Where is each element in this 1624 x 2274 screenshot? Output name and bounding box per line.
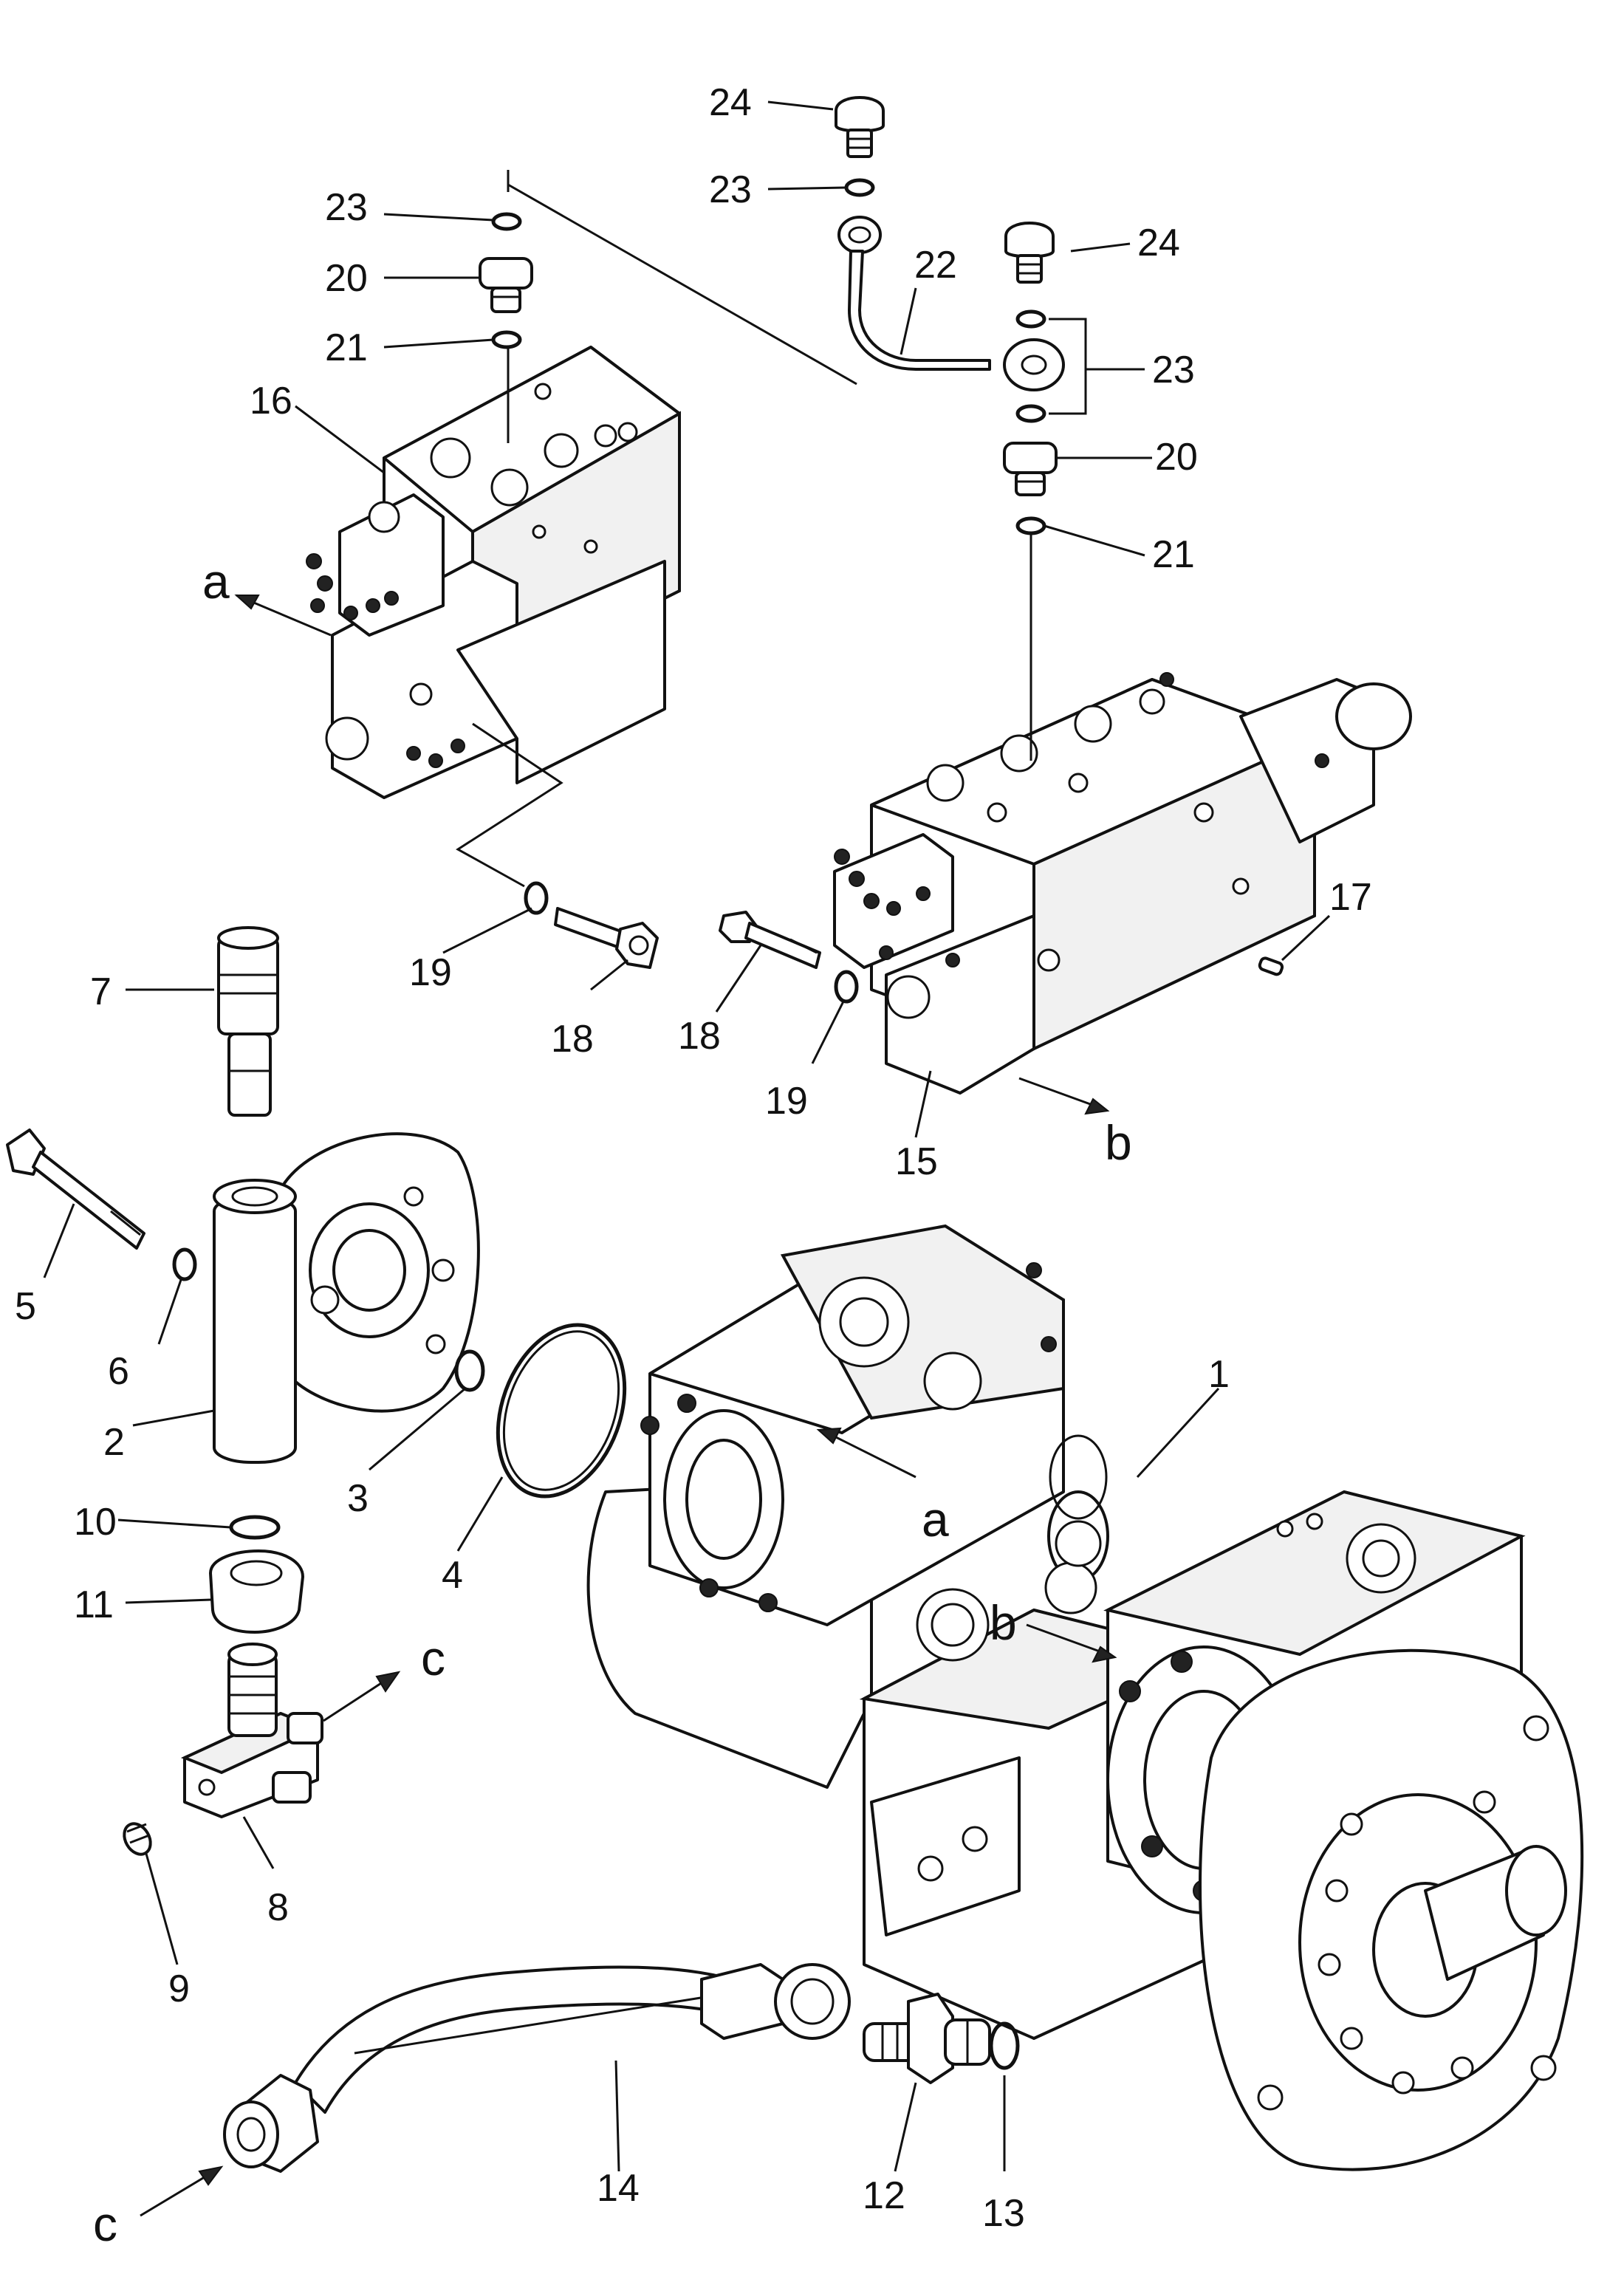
o-ring-23-right-b — [1015, 404, 1046, 423]
callout-16: 16 — [250, 380, 292, 422]
bolt-24-right — [1004, 222, 1055, 284]
bolt-18-right — [719, 911, 821, 969]
o-ring-13 — [989, 2021, 1020, 2070]
callout-21-right: 21 — [1152, 533, 1195, 576]
callout-5: 5 — [15, 1285, 36, 1328]
callout-23-right: 23 — [1152, 349, 1195, 391]
callout-14: 14 — [597, 2167, 640, 2210]
fitting-12 — [863, 1993, 991, 2084]
tube-22 — [837, 216, 1065, 391]
ref-c-lower: c — [93, 2196, 117, 2251]
washer-19-left — [524, 881, 549, 915]
ref-b-upper: b — [1105, 1115, 1132, 1170]
plug-20-right — [1003, 442, 1058, 496]
ref-a-lower: a — [922, 1492, 949, 1547]
callout-18-left: 18 — [551, 1018, 594, 1061]
o-ring-4 — [496, 1323, 627, 1499]
pin-17 — [1258, 956, 1284, 976]
callout-3: 3 — [347, 1477, 369, 1520]
ref-c-upper: c — [421, 1631, 445, 1685]
callout-13: 13 — [982, 2192, 1025, 2235]
callout-20-left: 20 — [325, 257, 368, 300]
plug-20-left — [479, 257, 533, 313]
callout-15: 15 — [895, 1140, 938, 1183]
callout-4: 4 — [442, 1554, 463, 1597]
callout-17: 17 — [1329, 876, 1372, 919]
o-ring-3 — [454, 1349, 485, 1392]
callout-8: 8 — [267, 1886, 289, 1929]
washer-6 — [172, 1247, 197, 1281]
callout-23-top: 23 — [709, 168, 752, 211]
callout-22: 22 — [914, 244, 957, 287]
o-ring-21-left — [491, 330, 522, 349]
callout-18-right: 18 — [678, 1015, 721, 1058]
callout-19-left: 19 — [409, 951, 452, 994]
o-ring-10 — [229, 1515, 281, 1540]
tee-fitting-8 — [180, 1643, 323, 1818]
callout-19-right: 19 — [765, 1080, 808, 1123]
callout-23-left: 23 — [325, 186, 368, 229]
o-ring-23-right-a — [1015, 309, 1046, 329]
bolt-24-top — [835, 96, 885, 158]
control-valve-15 — [833, 672, 1412, 1095]
callout-10: 10 — [74, 1501, 117, 1544]
callout-11: 11 — [74, 1583, 114, 1626]
callout-24-right: 24 — [1137, 222, 1180, 264]
washer-19-right — [834, 970, 859, 1004]
cover-2 — [213, 1132, 480, 1464]
ref-a-upper: a — [202, 554, 230, 609]
callout-20-right: 20 — [1155, 436, 1198, 479]
callout-2: 2 — [103, 1421, 125, 1464]
callout-12: 12 — [863, 2174, 905, 2217]
callout-labels: 24 23 22 24 23 20 21 23 20 21 16 a 7 19 … — [15, 81, 1372, 2251]
connection-lines — [456, 170, 1087, 888]
control-valve-16 — [306, 346, 681, 799]
callout-9: 9 — [168, 1968, 190, 2010]
hose-14 — [223, 1963, 851, 2173]
main-pump-1 — [586, 1224, 1584, 2171]
bolt-5 — [6, 1129, 145, 1250]
leader-lines — [43, 100, 1331, 2217]
plug-9 — [123, 1822, 152, 1856]
nut-11 — [209, 1549, 304, 1634]
callout-6: 6 — [108, 1350, 129, 1393]
bolt-18-left — [554, 907, 659, 969]
o-ring-21-right — [1015, 516, 1046, 535]
callout-24-top: 24 — [709, 81, 752, 124]
callout-21-left: 21 — [325, 326, 368, 369]
o-ring-23-left — [491, 212, 522, 231]
callout-1: 1 — [1208, 1353, 1230, 1396]
o-ring-23-top — [844, 178, 875, 197]
ref-b-lower: b — [990, 1595, 1017, 1650]
valve-7 — [217, 926, 279, 1117]
callout-7: 7 — [90, 970, 112, 1013]
